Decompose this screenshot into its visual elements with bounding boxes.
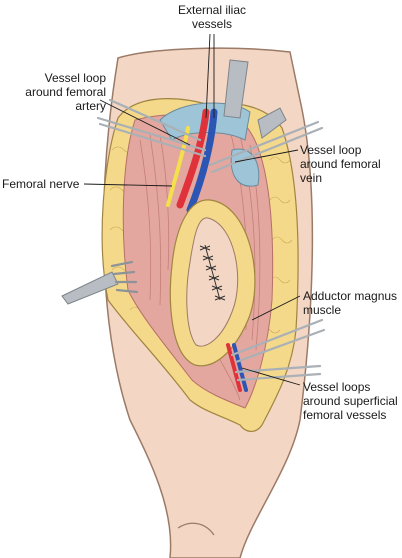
leader-superficial: [241, 367, 301, 386]
superficial-femoral-artery: [226, 343, 242, 392]
leader-adductor: [251, 295, 301, 321]
femoral-artery: [176, 108, 210, 209]
suture-line: [199, 244, 226, 301]
right-retractor-handle: [257, 107, 287, 139]
upper-left-vessel-loop-clamps: [96, 98, 207, 158]
top-retractor-handle: [223, 59, 249, 119]
femoral-vein: [186, 108, 218, 214]
central-flap-skin: [186, 217, 239, 347]
superficial-femoral-vein: [232, 343, 248, 392]
leader-femoral-nerve: [83, 183, 173, 187]
upper-right-vessel-loop-clamps: [208, 120, 324, 174]
external-iliac-vessels-label: External iliac vessels: [177, 3, 247, 31]
adductor-magnus-muscle-label: Adductor magnus muscle: [303, 289, 398, 317]
vessel-loop-femoral-vein-label: Vessel loop around femoral vein: [300, 143, 381, 185]
leader-loop-artery: [99, 99, 191, 146]
vessel-loop-femoral-artery-label: Vessel loop around femoral artery: [25, 71, 106, 113]
lower-vessel-loop-clamps: [230, 318, 326, 382]
left-rake-retractor: [61, 260, 139, 305]
leader-loop-vein: [234, 149, 299, 163]
leader-lines: [83, 33, 301, 386]
knee-crease: [177, 522, 215, 536]
vessel-loops-superficial-femoral-label: Vessel loops around superficial femoral …: [303, 380, 398, 422]
leader-external-iliac-a: [205, 33, 211, 119]
femoral-nerve-label: Femoral nerve: [2, 177, 80, 191]
